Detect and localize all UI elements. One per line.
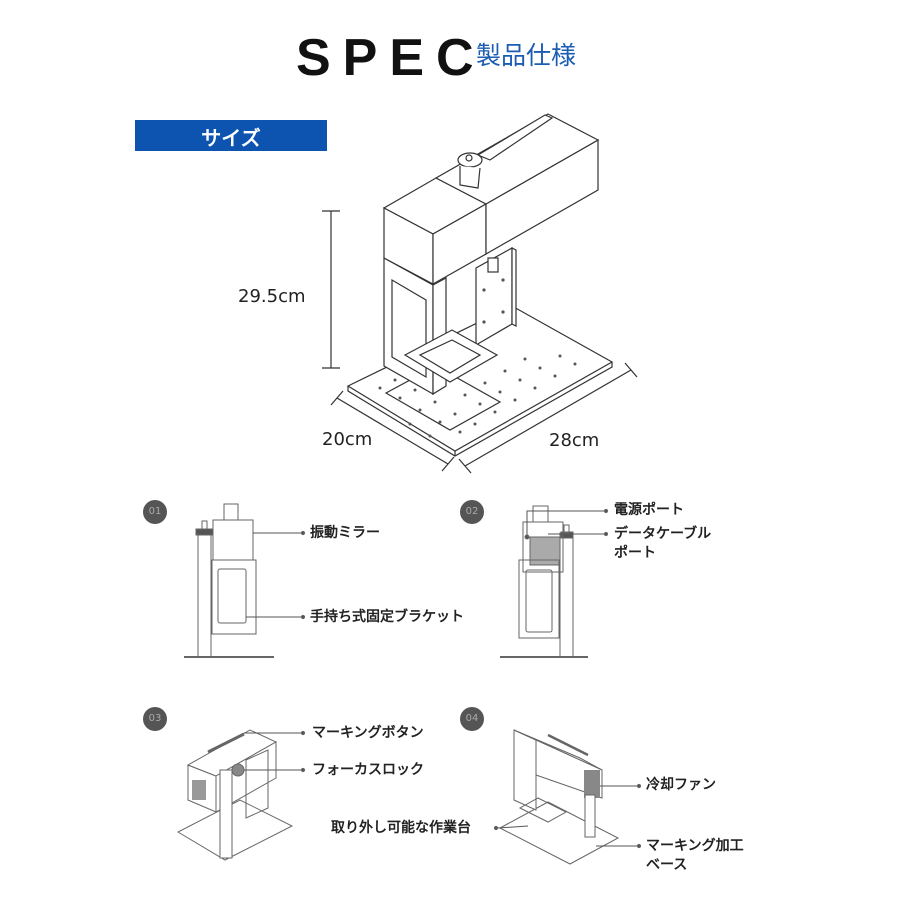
section-label: サイズ bbox=[201, 126, 261, 150]
bracket-frame bbox=[383, 256, 499, 396]
page-title-spec: SPEC bbox=[296, 29, 486, 87]
view-badge-03: 03 bbox=[143, 707, 167, 731]
height-dimension-label: 29.5cm bbox=[238, 286, 306, 307]
height-dimension-line bbox=[322, 210, 340, 369]
view-badge-02: 02 bbox=[460, 500, 484, 524]
section-header-size: サイズ bbox=[135, 120, 327, 151]
callout-power-port: 電源ポート bbox=[614, 502, 684, 518]
view-01-drawing bbox=[184, 503, 306, 658]
column bbox=[475, 246, 517, 347]
callout-marking-base: マーキング加工 ベース bbox=[646, 838, 744, 873]
callout-data-port: データケーブル ポート bbox=[614, 526, 712, 561]
depth-dimension-label: 20cm bbox=[322, 429, 373, 450]
callout-cooling-fan: 冷却ファン bbox=[646, 777, 716, 793]
handle bbox=[457, 114, 554, 189]
base-holes bbox=[378, 354, 577, 438]
view-04-drawing bbox=[493, 729, 642, 865]
page-subtitle-jp: 製品仕様 bbox=[476, 41, 577, 70]
callout-removable-table: 取り外し可能な作業台 bbox=[331, 820, 471, 836]
view-badge-04: 04 bbox=[460, 707, 484, 731]
callout-galvo-mirror: 振動ミラー bbox=[310, 525, 380, 541]
view-02-drawing bbox=[500, 505, 609, 658]
view-03-drawing bbox=[176, 729, 306, 861]
view-badge-01: 01 bbox=[143, 500, 167, 524]
depth-dimension-line bbox=[330, 390, 455, 472]
callout-marking-button: マーキングボタン bbox=[312, 725, 424, 741]
width-dimension-line bbox=[458, 362, 638, 474]
callout-handheld-bracket: 手持ち式固定ブラケット bbox=[310, 609, 464, 625]
width-dimension-label: 28cm bbox=[549, 430, 600, 451]
callout-focus-lock: フォーカスロック bbox=[312, 762, 424, 778]
